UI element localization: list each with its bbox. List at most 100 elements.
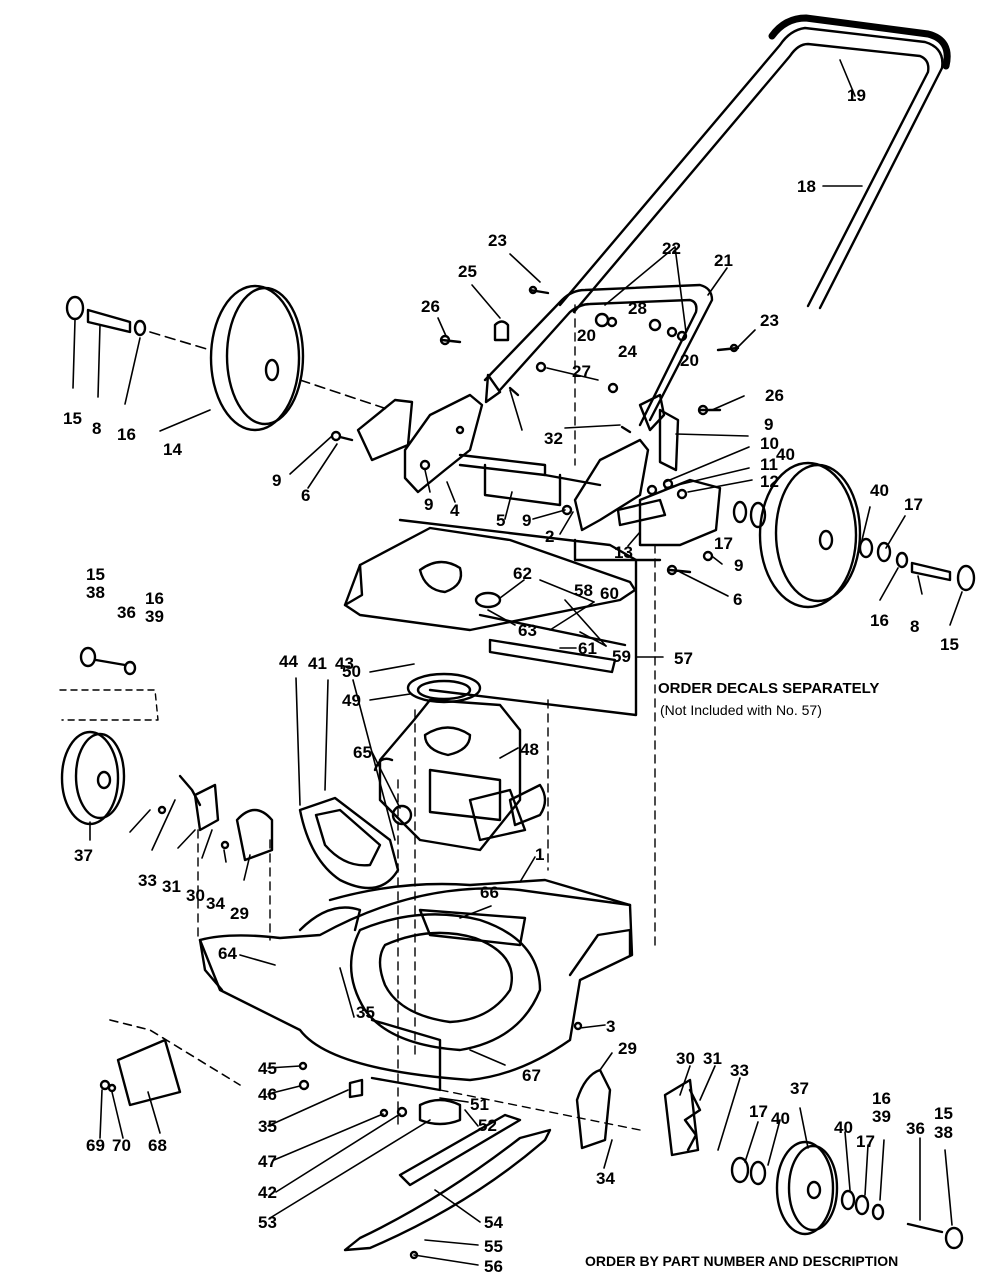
callout-15: 15 [934,1104,953,1123]
callout-19: 19 [847,86,866,105]
callout-31: 31 [162,877,181,896]
callout-15: 15 [63,409,82,428]
callout-11: 11 [760,455,778,474]
callout-40: 40 [834,1118,853,1137]
callout-9: 9 [522,511,532,530]
callout-34: 34 [206,894,225,913]
callout-15: 15 [86,565,105,584]
callout-45: 45 [258,1059,277,1078]
callout-9: 9 [734,556,744,575]
callout-12: 12 [760,472,779,491]
front-right-wheel [575,1068,964,1250]
callout-58: 58 [574,581,593,600]
callout-23: 23 [760,311,779,330]
callout-33: 33 [730,1061,749,1080]
callout-37: 37 [74,846,93,865]
callout-20: 20 [577,326,596,345]
callout-36: 36 [117,603,136,622]
callout-15: 15 [940,635,959,654]
callout-70: 70 [112,1136,131,1155]
callout-67: 67 [522,1066,541,1085]
mower-deck [198,878,634,1082]
callout-24: 24 [618,342,637,361]
callout-50: 50 [342,662,361,681]
callout-25: 25 [458,262,477,281]
callout-69: 69 [86,1136,105,1155]
callout-8: 8 [92,419,102,438]
callout-41: 41 [308,654,327,673]
upper-handle [558,14,951,314]
callout-36: 36 [906,1119,925,1138]
callout-6: 6 [301,486,311,505]
callout-37: 37 [790,1079,809,1098]
callout-22: 22 [662,239,681,258]
callout-1: 1 [535,845,545,864]
callout-29: 29 [230,904,249,923]
callout-57: 57 [674,649,693,668]
callout-2: 2 [545,527,555,546]
callout-13: 13 [614,543,633,562]
callout-30: 30 [186,886,205,905]
front-left-wheel [59,646,274,862]
callout-38: 38 [86,583,105,602]
callout-49: 49 [342,691,361,710]
callout-32: 32 [544,429,563,448]
callout-30: 30 [676,1049,695,1068]
callout-16: 16 [117,425,136,444]
callout-20: 20 [680,351,699,370]
callout-4: 4 [450,501,460,520]
rear-trail-shield [99,1019,241,1107]
callout-29: 29 [618,1039,637,1058]
callout-42: 42 [258,1183,277,1202]
callout-48: 48 [520,740,539,759]
callout-40: 40 [870,481,889,500]
callout-35: 35 [356,1003,375,1022]
decals-note: ORDER DECALS SEPARATELY [658,680,880,697]
callout-5: 5 [496,511,506,530]
callout-17: 17 [856,1132,875,1151]
callout-38: 38 [934,1123,953,1142]
callout-40: 40 [771,1109,790,1128]
callout-6: 6 [733,590,743,609]
callout-51: 51 [470,1095,489,1114]
callout-17: 17 [904,495,923,514]
callout-28: 28 [628,299,647,318]
order-footer-note: ORDER BY PART NUMBER AND DESCRIPTION [585,1253,899,1269]
lower-handle [483,283,714,432]
callout-53: 53 [258,1213,277,1232]
callout-21: 21 [714,251,733,270]
callout-44: 44 [279,652,298,671]
callout-26: 26 [421,297,440,316]
callout-17: 17 [714,534,733,553]
callout-9: 9 [424,495,434,514]
callout-47: 47 [258,1152,277,1171]
blade-assembly [298,1018,552,1260]
callout-27: 27 [572,362,591,381]
callout-46: 46 [258,1085,277,1104]
callout-16: 16 [145,589,164,608]
callout-66: 66 [480,883,499,902]
rear-axle [458,453,602,507]
callout-9: 9 [764,415,774,434]
rear-cover [343,518,638,717]
callout-16: 16 [872,1089,891,1108]
callout-65: 65 [353,743,372,762]
callout-18: 18 [797,177,816,196]
callout-68: 68 [148,1136,167,1155]
callout-33: 33 [138,871,157,890]
callout-63: 63 [518,621,537,640]
handle-hardware [439,285,740,434]
callout-23: 23 [488,231,507,250]
right-height-adjuster [561,408,722,576]
callout-39: 39 [872,1107,891,1126]
left-height-adjuster [330,393,484,494]
callout-35: 35 [258,1117,277,1136]
assembly-lines [197,304,656,1131]
callout-52: 52 [478,1116,497,1135]
callout-43: 43 [335,654,354,673]
right-rear-wheel [732,461,976,609]
callout-56: 56 [484,1257,503,1276]
callout-34: 34 [596,1169,615,1188]
callout-39: 39 [145,607,164,626]
